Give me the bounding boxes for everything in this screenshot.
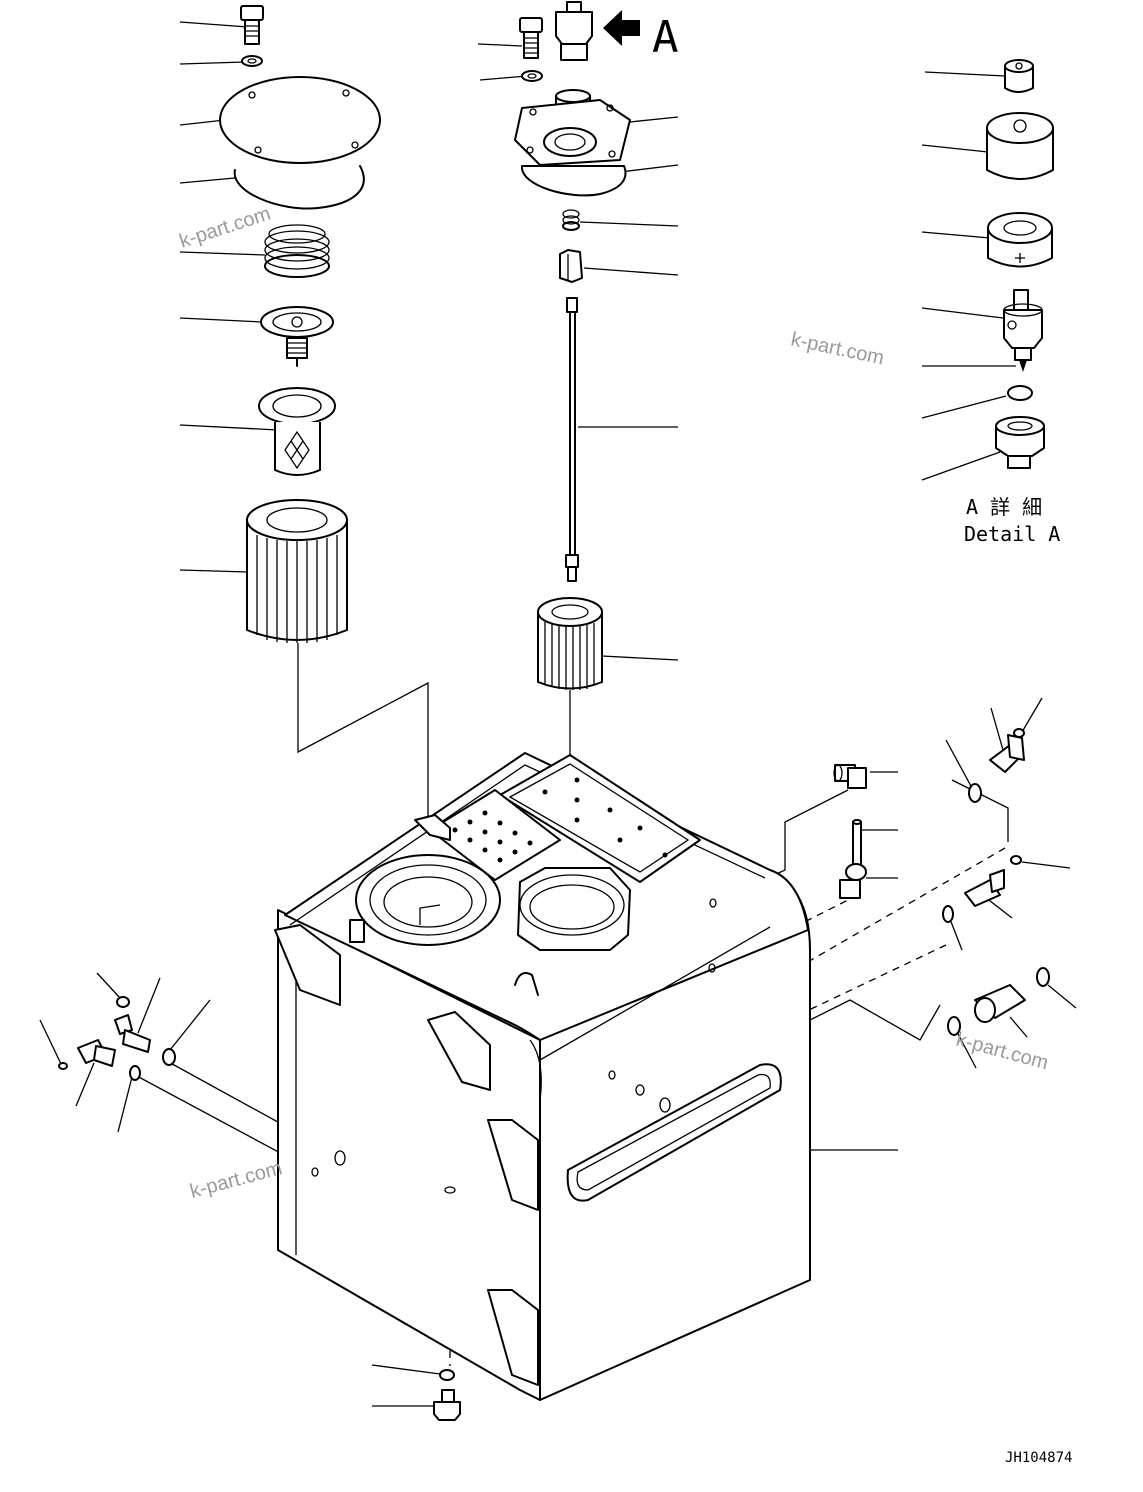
- plate-bolt-holes: [452, 777, 668, 863]
- tube: [852, 819, 862, 875]
- elbow-fitting-left-b: [58, 1039, 116, 1070]
- view-arrow: A: [603, 10, 679, 63]
- watermark-1: k-part.com: [177, 203, 274, 253]
- rod: [565, 297, 579, 582]
- drain-plug: [433, 1369, 461, 1421]
- breather-valve: [555, 1, 593, 61]
- bolt-top-left: [240, 5, 264, 45]
- watermark-2: k-part.com: [789, 328, 886, 369]
- view-label: A: [652, 12, 679, 63]
- o-rings-left: [129, 1048, 176, 1081]
- detail-a-o-ring: [1007, 385, 1033, 401]
- arrow-left-icon: [603, 10, 640, 46]
- hydraulic-tank: [274, 752, 811, 1401]
- detail-a-element: [987, 212, 1053, 268]
- elbow-fitting-lower: [839, 863, 867, 899]
- detail-a-housing: [986, 112, 1054, 180]
- watermark-3: k-part.com: [954, 1029, 1051, 1075]
- elbow-fitting-right-b: [942, 855, 1022, 923]
- coil-spring: [264, 224, 330, 278]
- cover-plate: [219, 76, 381, 164]
- drawing-number: JH104874: [1005, 1450, 1072, 1466]
- detail-a-fitting: [995, 416, 1045, 469]
- elbow-fitting-right-a: [968, 728, 1025, 803]
- filter-cover-plate: [514, 99, 631, 166]
- gasket-ring: [233, 165, 365, 210]
- strainer-basket: [258, 387, 336, 476]
- detail-a-cap: [1004, 59, 1034, 93]
- straight-fitting-right: [947, 967, 1050, 1036]
- leader-lines: [39, 21, 1077, 1407]
- elbow-fitting-left-a: [114, 996, 151, 1053]
- valve-disc: [260, 306, 334, 367]
- detail-a-valve-body: [1003, 289, 1043, 372]
- suction-filter-element: [537, 597, 603, 690]
- bolt-top-center: [519, 17, 543, 59]
- washer-top-center: [521, 70, 543, 82]
- return-filter-element: [246, 499, 348, 643]
- small-spring: [562, 209, 580, 231]
- hex-nut: [559, 249, 583, 283]
- washer-top-left: [241, 55, 263, 67]
- detail-title-jp: A 詳 細: [966, 495, 1042, 519]
- cover-gasket: [520, 165, 627, 197]
- detail-title-en: Detail A: [964, 522, 1060, 546]
- elbow-fitting-upper: [833, 764, 867, 789]
- watermark-4: k-part.com: [188, 1157, 285, 1203]
